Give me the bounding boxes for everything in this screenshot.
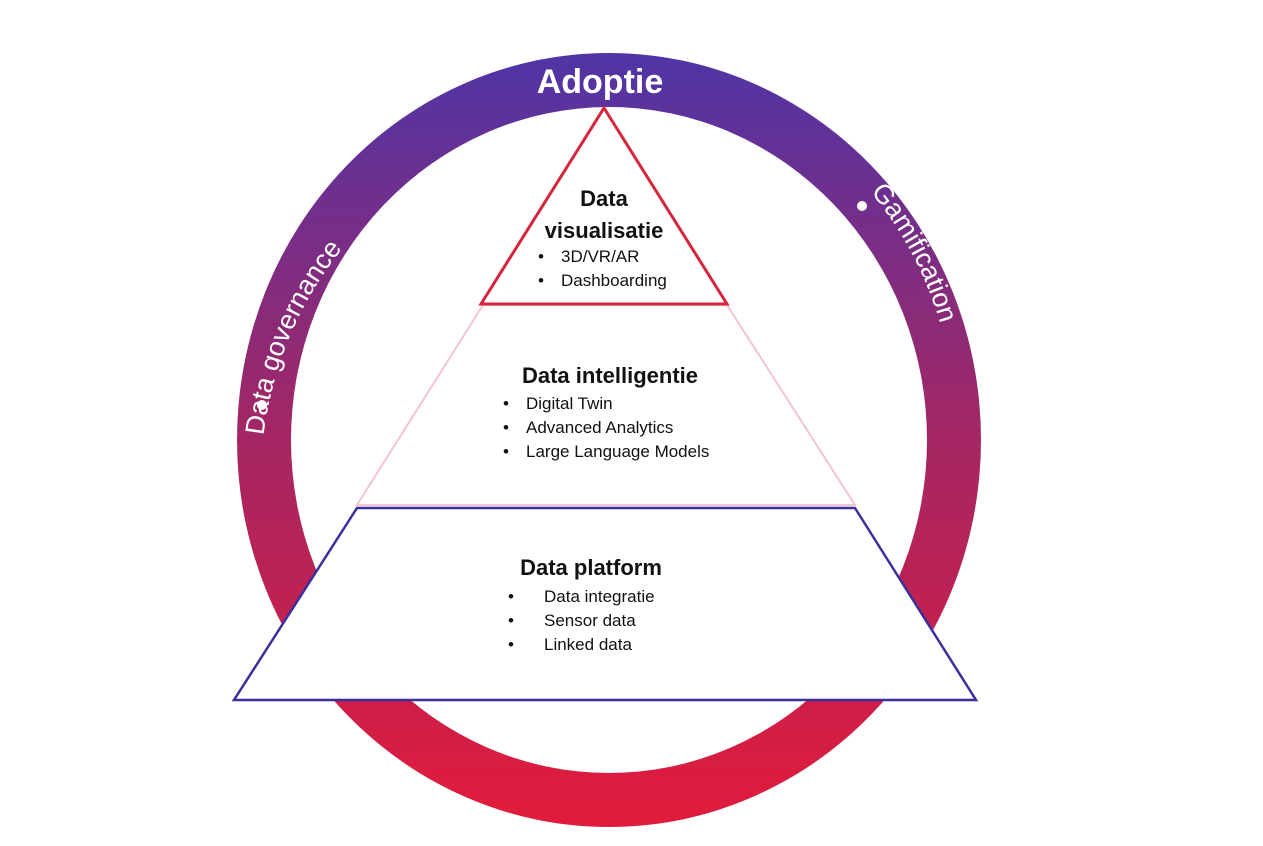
pyramid-bottom-layer	[231, 506, 979, 702]
bottom-layer-title: Data platform	[520, 555, 662, 580]
top-layer-bullet: •	[538, 271, 544, 290]
middle-layer-item: Digital Twin	[526, 394, 613, 413]
bottom-layer-bullet: •	[508, 587, 514, 606]
bottom-layer-item: Linked data	[544, 635, 632, 654]
top-layer-title-line2: visualisatie	[545, 218, 664, 243]
bottom-layer-item: Data integratie	[544, 587, 655, 606]
top-layer-item: Dashboarding	[561, 271, 667, 290]
top-layer-bullet: •	[538, 247, 544, 266]
top-layer-item: 3D/VR/AR	[561, 247, 639, 266]
ring-left-bullet	[257, 400, 267, 410]
ring-top-label: Adoptie	[537, 63, 664, 101]
middle-layer-bullet: •	[503, 394, 509, 413]
middle-layer-item: Large Language Models	[526, 442, 709, 461]
bottom-layer-bullet: •	[508, 635, 514, 654]
middle-layer-item: Advanced Analytics	[526, 418, 673, 437]
top-layer-title-line1: Data	[580, 186, 628, 211]
middle-layer-bullet: •	[503, 442, 509, 461]
bottom-layer-item: Sensor data	[544, 611, 636, 630]
middle-layer-bullet: •	[503, 418, 509, 437]
pyramid-top-layer	[478, 105, 730, 306]
bottom-layer-bullet: •	[508, 611, 514, 630]
middle-layer-title: Data intelligentie	[522, 363, 698, 388]
ring-right-bullet	[857, 201, 867, 211]
